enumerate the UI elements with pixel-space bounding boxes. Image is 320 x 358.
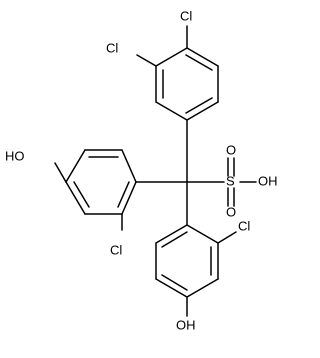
label-ho-left: HO (5, 148, 25, 163)
label-o-upper: O (226, 142, 236, 157)
bond-c-cl-left (136, 54, 157, 67)
label-cl-lower-right: Cl (238, 218, 250, 233)
label-cl-left: Cl (106, 40, 118, 55)
bond-c-oh-left (54, 162, 67, 183)
label-oh-sulfonic: OH (258, 173, 278, 188)
ring-hydroxyphenyl-left (65, 149, 137, 215)
label-cl-lower-left: Cl (110, 242, 122, 257)
ring-hydroxyphenyl-bottom (155, 224, 219, 298)
bond-c-cl-lower-right (217, 231, 237, 244)
label-cl-top: Cl (180, 8, 192, 23)
label-oh-bottom: OH (176, 317, 196, 332)
label-o-lower: O (226, 204, 236, 219)
chemical-structure-diagram: Cl Cl HO Cl Cl S O O OH OH (5, 8, 278, 332)
ring-dichlorophenyl-top (155, 47, 219, 121)
label-sulfur: S (226, 173, 235, 188)
